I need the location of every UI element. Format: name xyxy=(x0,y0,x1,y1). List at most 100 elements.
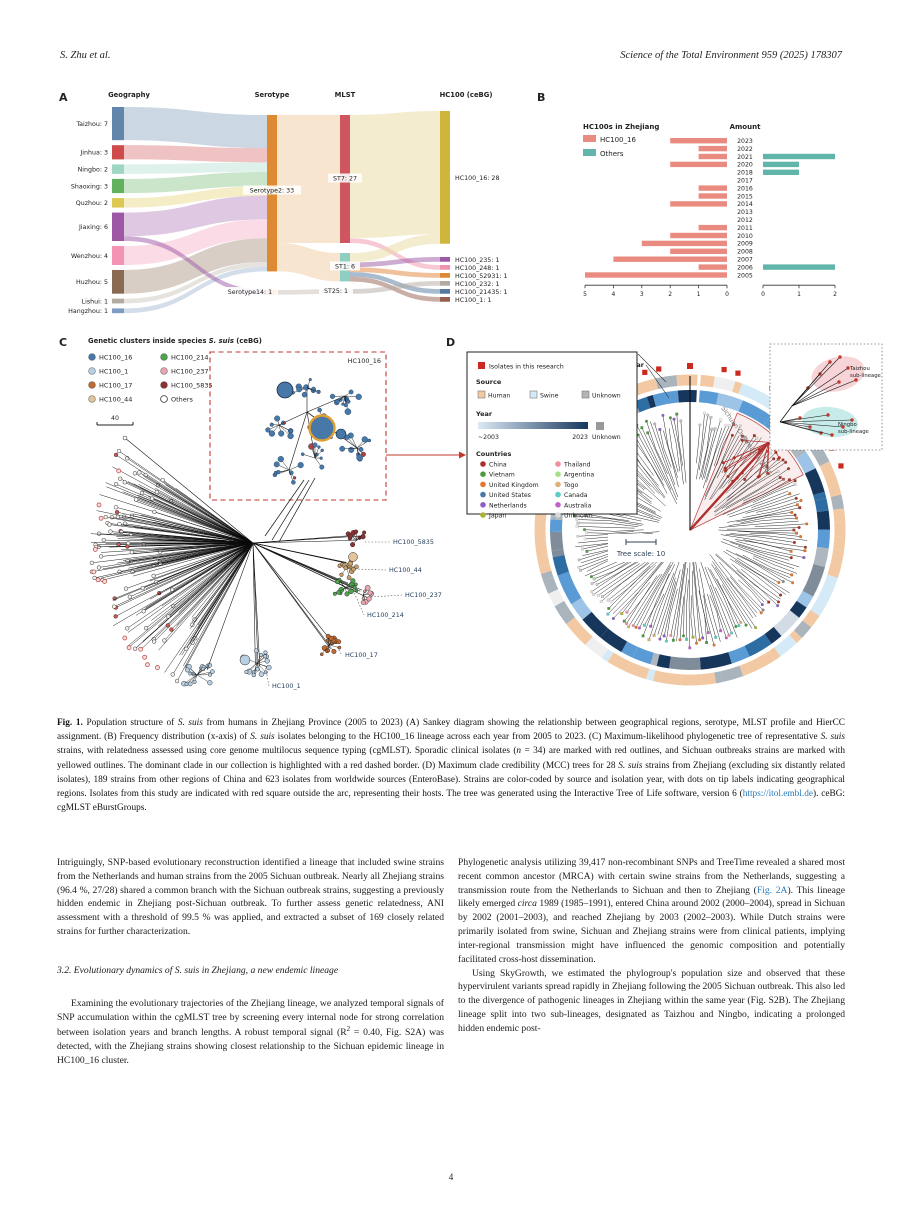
sankey-column-header: HC100 (ceBG) xyxy=(440,91,493,99)
chart-legend-title: HC100s in Zhejiang xyxy=(583,123,659,131)
sankey-node xyxy=(112,246,124,265)
sankey-node xyxy=(112,298,124,304)
research-isolate-marker xyxy=(735,370,741,376)
panel-c-title: Genetic clusters inside species S. suis … xyxy=(88,337,262,345)
category-label: 2013 xyxy=(737,209,753,216)
sankey-node-label: Quzhou: 2 xyxy=(76,200,108,207)
legend-section-title: Year xyxy=(475,410,493,418)
sichuan-outbreak-node xyxy=(308,414,336,442)
cluster-label: HC100_214 xyxy=(367,611,404,619)
research-isolate-marker xyxy=(687,363,693,369)
legend-box xyxy=(466,351,638,515)
legend-label: HC100_1 xyxy=(99,367,128,375)
sankey-node-label: Hangzhou: 1 xyxy=(68,308,108,315)
text-segment: 2 xyxy=(346,1025,351,1034)
sankey-node-label: HC100_21435: 1 xyxy=(455,289,507,296)
text-segment: ). ceBG: cgMLST eBurstGroups. xyxy=(57,789,845,814)
sublineage-label: sub-lineage xyxy=(850,373,881,379)
sankey-column-header: Geography xyxy=(108,91,150,99)
cluster-label: HC100_237 xyxy=(405,591,442,599)
sankey-flow xyxy=(124,219,267,265)
sankey-flow xyxy=(277,115,340,243)
text-segment: Intriguingly, SNP-based evolutionary rec… xyxy=(57,857,444,938)
sankey-node-label: Lishui: 1 xyxy=(82,298,108,305)
paragraph: Using SkyGrowth, we estimated the phylog… xyxy=(458,967,845,1036)
inline-link[interactable]: Fig. 2A xyxy=(756,884,788,896)
text-segment: 3.2. Evolutionary dynamics of S. suis in… xyxy=(57,964,339,976)
sankey-flow xyxy=(124,145,267,163)
dominant-clade-box xyxy=(209,351,387,501)
panel-c-phylogenetic-network: C Genetic clusters inside species S. suis… xyxy=(59,336,449,690)
sankey-node-label: Jinhua: 3 xyxy=(79,150,108,157)
text-segment: S. suis xyxy=(820,732,846,743)
sublineage-label: sub-lineage xyxy=(838,429,869,435)
sankey-node-label: Wenzhou: 4 xyxy=(71,253,108,260)
legend-swatch xyxy=(88,353,96,361)
bar xyxy=(763,161,799,168)
sankey-node xyxy=(440,265,450,270)
legend-label: Japan xyxy=(488,513,506,520)
sublineage-label: Taizhou xyxy=(849,366,870,372)
category-label: 2010 xyxy=(737,233,753,240)
axis-tick: 5 xyxy=(583,291,587,298)
page-number: 4 xyxy=(448,1172,454,1182)
bar xyxy=(613,256,727,262)
axis-title: Amount xyxy=(730,123,761,131)
legend-label: HC100_214 xyxy=(171,353,209,361)
tree-scale-label: Tree scale: 10 xyxy=(616,550,665,558)
category-label: 2018 xyxy=(737,170,753,177)
section-heading: 3.2. Evolutionary dynamics of S. suis in… xyxy=(57,964,444,978)
category-label: 2023 xyxy=(737,138,753,145)
axis-tick: 1 xyxy=(797,291,801,298)
sankey-node xyxy=(112,269,124,294)
legend-label: Swine xyxy=(540,393,559,400)
sankey-flow xyxy=(124,171,267,194)
category-label: 2006 xyxy=(737,264,753,271)
sankey-flow xyxy=(350,238,440,270)
research-isolate-marker xyxy=(838,463,844,469)
text-segment: strains, with relatedness assessed using… xyxy=(57,746,517,757)
cluster-label: HC100_44 xyxy=(389,566,422,574)
sankey-flow xyxy=(124,186,267,208)
axis-tick: 4 xyxy=(611,291,615,298)
bar xyxy=(763,264,835,270)
legend-label: Unknown xyxy=(592,434,621,441)
category-label: 2016 xyxy=(737,185,753,192)
sankey-node xyxy=(112,198,124,208)
sankey-flow xyxy=(350,267,440,278)
text-segment: from humans in Zhejiang Province (2005 t… xyxy=(57,718,845,743)
inline-link[interactable]: https://itol.embl.de xyxy=(742,789,813,800)
text-segment: S. suis xyxy=(177,718,203,728)
legend-label: HC100_17 xyxy=(99,381,132,389)
bar xyxy=(763,169,799,175)
sankey-column-header: Serotype xyxy=(255,91,290,99)
panel-a-label: A xyxy=(59,91,68,104)
text-segment: = 34) are marked with red outlines, and … xyxy=(57,746,846,771)
legend-label: HC100_5835 xyxy=(171,381,213,389)
sankey-node-label: Serotype14: 1 xyxy=(228,289,272,296)
bar xyxy=(698,185,727,191)
sankey-flow xyxy=(124,162,267,174)
category-label: 2009 xyxy=(737,241,753,248)
category-label: 2020 xyxy=(737,162,753,169)
bar xyxy=(670,248,727,254)
category-label: 2011 xyxy=(737,225,753,232)
legend-label: United Kingdom xyxy=(489,482,539,489)
axis-tick: 0 xyxy=(761,291,765,298)
legend-label: Unknown xyxy=(592,393,621,400)
legend-label: HC100_16 xyxy=(600,136,636,144)
sankey-node xyxy=(112,164,124,174)
sankey-node xyxy=(112,212,124,242)
bar xyxy=(698,193,727,199)
panel-c-label: C xyxy=(59,336,67,349)
body-columns: Intriguingly, SNP-based evolutionary rec… xyxy=(57,856,845,1068)
category-label: 2008 xyxy=(737,249,753,256)
bar xyxy=(670,138,727,144)
sankey-node-label: HC100_235: 1 xyxy=(455,257,499,264)
sankey-flow xyxy=(124,266,267,314)
sankey-node-label: Taizhou: 7 xyxy=(75,121,108,128)
bar xyxy=(763,153,835,160)
text-segment: S. suis xyxy=(618,760,643,771)
axis-tick: 2 xyxy=(833,291,837,298)
sankey-node-label: ST25: 1 xyxy=(324,288,348,295)
